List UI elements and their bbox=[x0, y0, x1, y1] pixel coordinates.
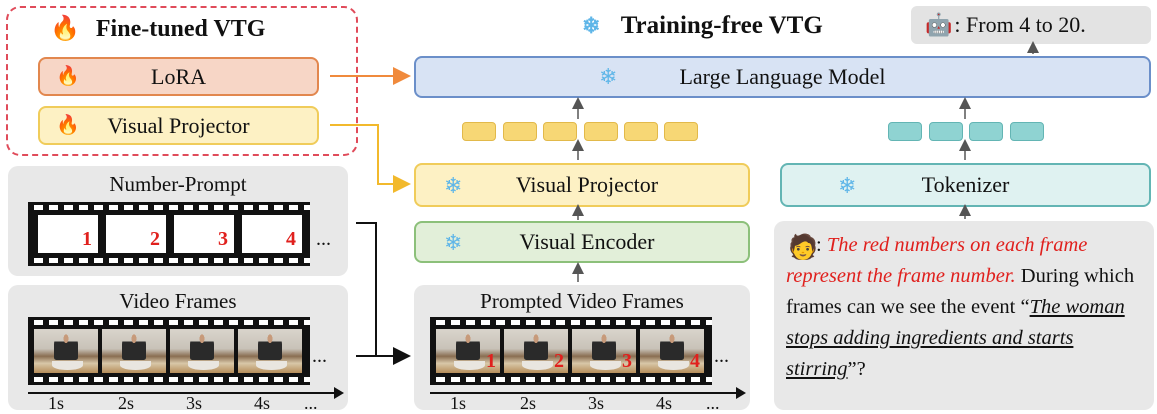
prompted-frames-title: Prompted Video Frames bbox=[480, 289, 684, 313]
llm-label: Large Language Model bbox=[679, 64, 886, 89]
frame-number: 1 bbox=[486, 350, 496, 372]
prompt-frame: 1 bbox=[38, 215, 98, 253]
film-perforations bbox=[28, 320, 310, 325]
frame-number: 4 bbox=[690, 350, 700, 372]
frame-number: 4 bbox=[286, 228, 296, 250]
text-token bbox=[929, 122, 963, 141]
time-tick: 4s bbox=[254, 393, 271, 413]
visual-token bbox=[462, 122, 496, 141]
question-text-1: During which frames can we see the event… bbox=[786, 265, 1135, 318]
visual-token bbox=[584, 122, 618, 141]
finetuned-title: 🔥 Fine-tuned VTG bbox=[50, 14, 265, 43]
frame-number: 2 bbox=[554, 350, 564, 372]
number-prompt-panel: Number-Prompt 1 2 3 4 ... bbox=[8, 166, 348, 276]
prompt-frame: 2 bbox=[106, 215, 166, 253]
question-red-text: The red numbers on each frame represent … bbox=[786, 234, 1088, 287]
tokenizer-box: ❄ Tokenizer bbox=[780, 163, 1151, 207]
prompted-frame-image: 1 bbox=[436, 329, 500, 373]
llm-box: ❄ Large Language Model bbox=[414, 56, 1151, 98]
video-frame-image bbox=[238, 329, 302, 373]
time-tick: ... bbox=[304, 393, 318, 413]
film-perforations bbox=[28, 258, 310, 263]
tokenizer-label: Tokenizer bbox=[921, 172, 1010, 197]
visual-token bbox=[503, 122, 537, 141]
snowflake-icon: ❄ bbox=[838, 173, 857, 198]
film-perforations bbox=[430, 377, 712, 382]
time-tick: 1s bbox=[48, 393, 65, 413]
prompted-frames-panel: Prompted Video Frames 1 2 3 4 ... 1s 2s … bbox=[414, 285, 750, 413]
trainingfree-title: ❄ Training-free VTG bbox=[582, 12, 823, 40]
question-text: : The red numbers on each frame represen… bbox=[786, 230, 1154, 385]
frame-number: 2 bbox=[150, 228, 160, 250]
frame-number: 3 bbox=[218, 228, 228, 250]
text-token bbox=[1010, 122, 1044, 141]
question-panel bbox=[774, 221, 1154, 410]
prompted-frame-image: 4 bbox=[640, 329, 704, 373]
visual-projector-label: Visual Projector bbox=[515, 172, 659, 197]
finetuned-panel bbox=[6, 6, 358, 156]
text-token bbox=[969, 122, 1003, 141]
video-frames-panel: Video Frames ... 1s 2s 3s 4s ... bbox=[8, 285, 348, 413]
robot-icon: 🤖 bbox=[925, 12, 953, 37]
text-token bbox=[888, 122, 922, 141]
prompt-frame: 4 bbox=[242, 215, 302, 253]
lora-box: 🔥 LoRA bbox=[38, 57, 319, 96]
visual-token bbox=[664, 122, 698, 141]
visual-token bbox=[543, 122, 577, 141]
lora-label: LoRA bbox=[151, 63, 206, 89]
time-tick: 3s bbox=[588, 393, 605, 413]
film-perforations bbox=[430, 320, 712, 325]
time-axis-arrowhead bbox=[334, 387, 344, 399]
fire-icon: 🔥 bbox=[56, 66, 80, 87]
question-event: The woman stops adding ingredients and s… bbox=[786, 296, 1125, 380]
number-prompt-ellipsis: ... bbox=[316, 228, 331, 250]
video-frames-ellipsis: ... bbox=[312, 345, 327, 367]
fire-icon: 🔥 bbox=[56, 115, 80, 136]
film-perforations bbox=[28, 205, 310, 210]
video-frames-title: Video Frames bbox=[119, 289, 237, 313]
prompted-frame-image: 3 bbox=[572, 329, 636, 373]
finetuned-projector-label: Visual Projector bbox=[107, 112, 250, 138]
time-tick: 2s bbox=[118, 393, 135, 413]
visual-encoder-box: ❄ Visual Encoder bbox=[414, 221, 750, 263]
prompted-frames-ellipsis: ... bbox=[714, 345, 729, 367]
fire-icon: 🔥 bbox=[50, 16, 80, 42]
video-frames-film bbox=[28, 317, 310, 385]
answer-bubble: 🤖 : From 4 to 20. bbox=[911, 6, 1151, 44]
time-tick: 1s bbox=[450, 393, 467, 413]
number-prompt-merge-line bbox=[356, 222, 377, 356]
time-axis-arrowhead bbox=[736, 387, 746, 399]
visual-token bbox=[624, 122, 658, 141]
time-tick: 2s bbox=[520, 393, 537, 413]
snowflake-icon: ❄ bbox=[582, 13, 601, 38]
video-frame-image bbox=[170, 329, 234, 373]
number-prompt-film: 1 2 3 4 bbox=[28, 202, 310, 266]
frame-number: 1 bbox=[82, 228, 92, 250]
answer-text: : From 4 to 20. bbox=[954, 12, 1086, 37]
user-avatar-icon: 🧑 bbox=[788, 235, 818, 261]
snowflake-icon: ❄ bbox=[444, 173, 463, 198]
time-tick: 4s bbox=[656, 393, 673, 413]
time-tick: ... bbox=[706, 393, 720, 413]
visual-projector-box: ❄ Visual Projector bbox=[414, 163, 750, 207]
film-perforations bbox=[28, 377, 310, 382]
video-frame-image bbox=[102, 329, 166, 373]
snowflake-icon: ❄ bbox=[599, 64, 618, 89]
visual-encoder-label: Visual Encoder bbox=[519, 229, 655, 254]
snowflake-icon: ❄ bbox=[444, 230, 463, 255]
trainingfree-title-text: Training-free VTG bbox=[620, 12, 823, 39]
time-axis bbox=[430, 392, 738, 394]
number-prompt-title: Number-Prompt bbox=[109, 172, 247, 196]
prompted-frames-film: 1 2 3 4 bbox=[430, 317, 712, 385]
question-text-2: ”? bbox=[847, 358, 866, 380]
finetuned-projector-box: 🔥 Visual Projector bbox=[38, 106, 319, 145]
time-axis bbox=[28, 392, 336, 394]
frame-number: 3 bbox=[622, 350, 632, 372]
prompt-frame: 3 bbox=[174, 215, 234, 253]
finetuned-title-text: Fine-tuned VTG bbox=[95, 16, 266, 42]
prompted-frame-image: 2 bbox=[504, 329, 568, 373]
video-frame-image bbox=[34, 329, 98, 373]
time-tick: 3s bbox=[186, 393, 203, 413]
question-prefix: : bbox=[816, 234, 822, 256]
